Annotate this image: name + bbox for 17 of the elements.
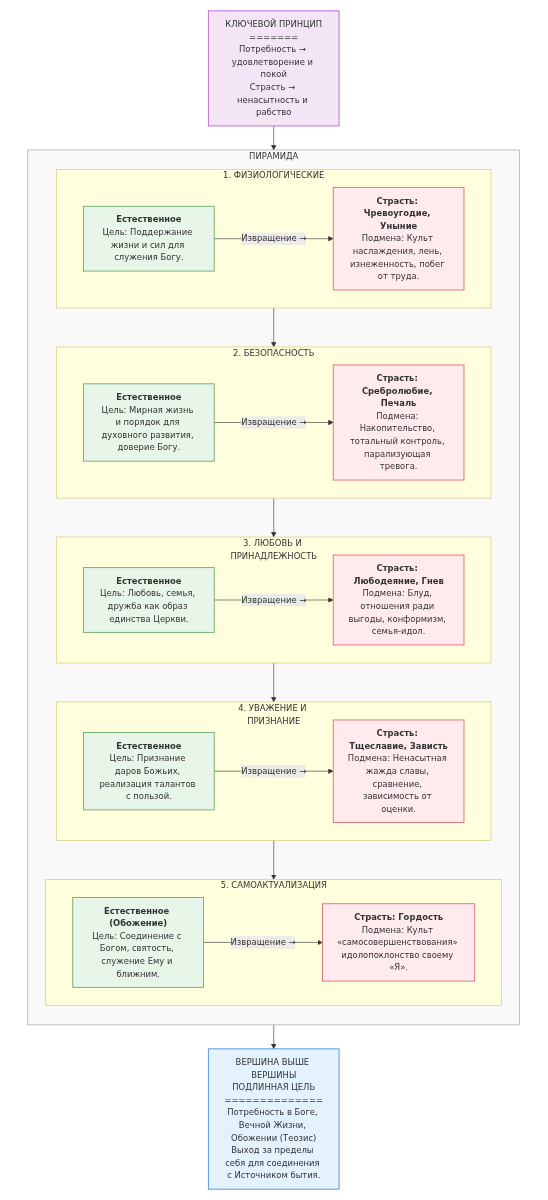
node-box: Естественное Цель: Признание даров Божьих, реализация талантов с пользой. bbox=[83, 732, 215, 811]
node-box: КЛЮЧЕВОЙ ПРИНЦИП ======= Потребность → удовлетворение и покой Страсть → ненасытность и рабство bbox=[208, 10, 340, 127]
edge-label: Извращение → bbox=[230, 937, 296, 947]
edge-label: Извращение → bbox=[241, 417, 307, 427]
edge-label: Извращение → bbox=[241, 233, 307, 244]
node-box: Естественное Цель: Мирная жизнь и порядок для духовного развития, доверие Богу. bbox=[83, 383, 215, 462]
node-box: Страсть: Любодеяние, Гнев Подмена: Блуд, отношения ради выгоды, конформизм, семья-идол. bbox=[333, 554, 465, 646]
node-box: ВЕРШИНА ВЫШЕ ВЕРШИНЫ ПОДЛИННАЯ ЦЕЛЬ ============== Потребность в Боге, Вечной Жизни, Обожении (Теозис) Выход за пределы себя для соединения с Источником бытия. bbox=[208, 1048, 340, 1190]
node-box: Страсть: Гордость Подмена: Культ «самосовершенствования» идолопоклонство своему «Я». bbox=[322, 903, 476, 982]
node-box: Страсть: Сребролюбие, Печаль Подмена: Накопительство, тотальный контроль, парализующая тревога. bbox=[333, 364, 465, 481]
node-box: Естественное Цель: Любовь, семья, дружба как образ единства Церкви. bbox=[83, 567, 215, 633]
node-box: Страсть: Тщеславие, Зависть Подмена: Ненасытная жажда славы, сравнение, зависимость от оценки. bbox=[333, 719, 465, 823]
edge-label: Извращение → bbox=[241, 594, 307, 605]
node-box: Естественное (Обожение) Цель: Соединение с Богом, святость, служение Ему и ближним. bbox=[72, 897, 205, 988]
edge-label: Извращение → bbox=[241, 766, 307, 776]
node-box: Страсть: Чревоугодие, Уныние Подмена: Культ наслаждения, лень, изнеженность, побег от труда. bbox=[333, 186, 465, 291]
node-box: Естественное Цель: Поддержание жизни и сил для служения Богу. bbox=[83, 205, 215, 272]
